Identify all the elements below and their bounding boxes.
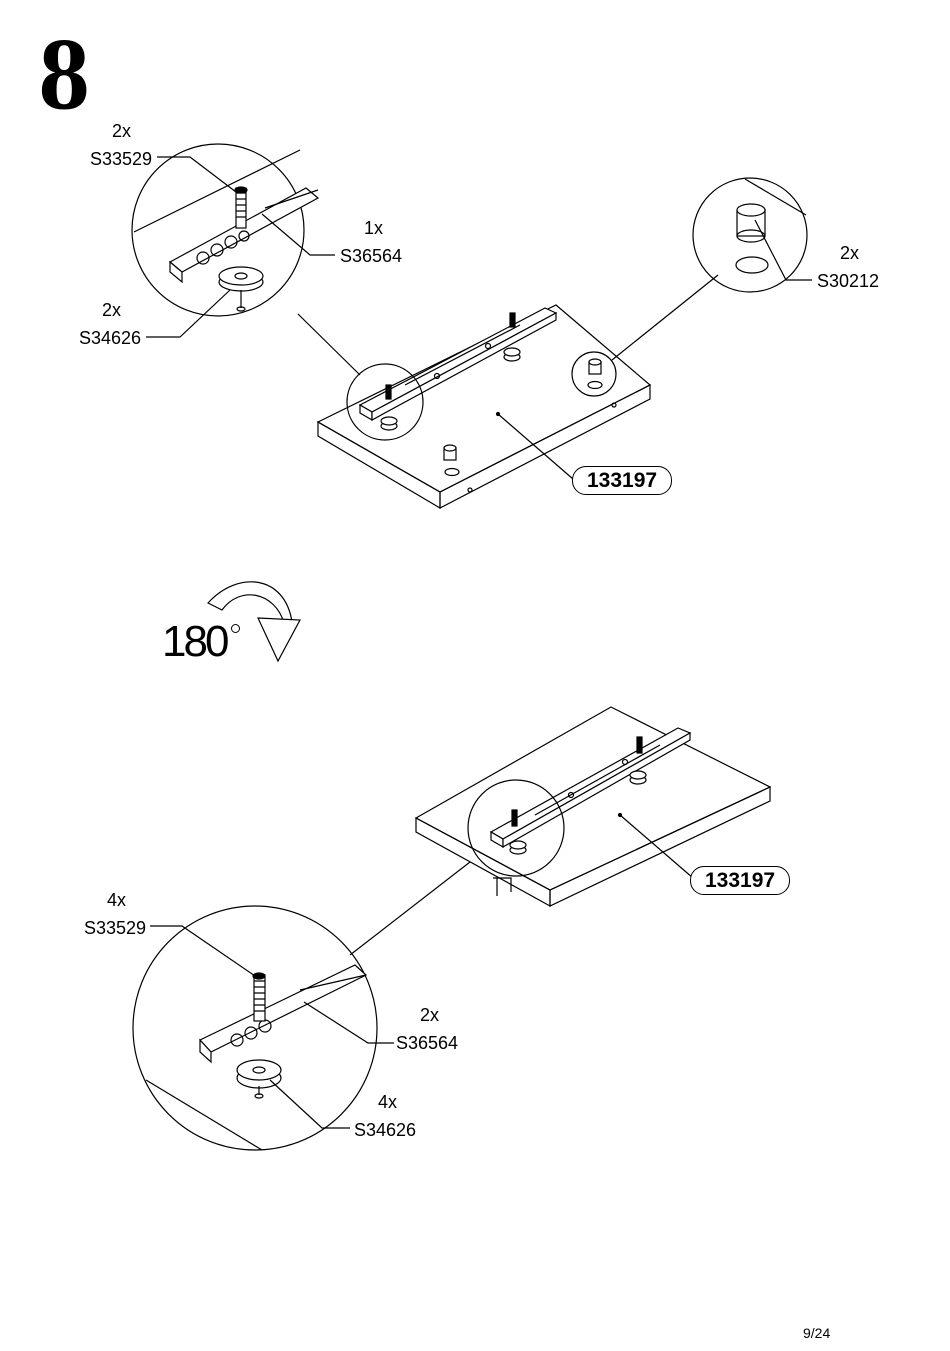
- panel-part-number-bottom: 133197: [690, 866, 791, 895]
- top-detail-circle: [131, 143, 320, 317]
- rotation-label: 180: [162, 617, 229, 666]
- page-number: 9/24: [803, 1325, 831, 1341]
- screw-icon: [385, 312, 516, 400]
- callout-qty-dowel-bottom: 4x: [378, 1092, 398, 1112]
- panel-part-number-top: 133197: [572, 466, 673, 495]
- callout-code-screw: S33529: [90, 149, 153, 169]
- plastic-dowel-icon: [380, 347, 521, 431]
- cam-detail-circle: [692, 177, 808, 293]
- drawer-runner-icon-bottom: [489, 727, 692, 896]
- callout-code-runner: S36564: [340, 246, 403, 266]
- callout-code-runner-bottom: S36564: [396, 1033, 459, 1053]
- callout-qty-runner-bottom: 2x: [420, 1005, 440, 1025]
- callout-code-dowel: S34626: [79, 328, 142, 348]
- callout-qty-screw-bottom: 4x: [107, 890, 127, 910]
- rotate-arrow-icon: [207, 581, 301, 663]
- step-number: 8: [38, 22, 91, 130]
- callout-qty-cam: 2x: [840, 243, 860, 263]
- degree-icon: [231, 624, 240, 633]
- callout-qty-screw: 2x: [112, 121, 132, 141]
- callout-code-dowel-bottom: S34626: [354, 1120, 417, 1140]
- bottom-detail-circle: [132, 905, 378, 1151]
- callout-code-cam: S30212: [817, 271, 880, 291]
- callout-code-screw-bottom: S33529: [84, 918, 147, 938]
- drawer-runner-icon: [358, 307, 558, 422]
- callout-qty-dowel: 2x: [102, 300, 122, 320]
- callout-qty-runner: 1x: [364, 218, 384, 238]
- cam-lock-icon: [443, 358, 603, 477]
